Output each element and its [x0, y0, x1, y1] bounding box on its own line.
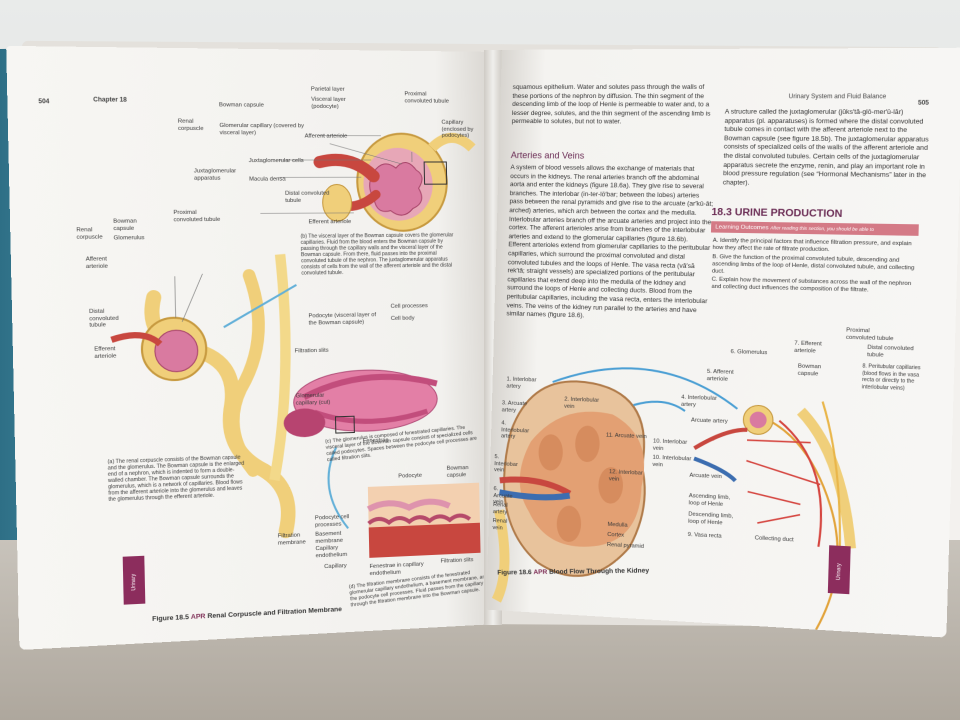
- kidney-section-illustration: [496, 379, 647, 603]
- label-proximal-tubule: Proximal convoluted tubule: [404, 91, 449, 105]
- label-parietal-layer: Parietal layer: [310, 86, 345, 93]
- label-d-bowman-capsule: Bowman capsule: [446, 465, 469, 479]
- label-a-proximal-tubule: Proximal convoluted tubule: [173, 209, 221, 223]
- left-chapter-tab: Urinary: [122, 555, 146, 605]
- label-c-cell-processes: Cell processes: [390, 303, 428, 310]
- label-capillary: Capillary (enclosed by podocytes): [441, 119, 474, 140]
- label-k-interlobular-vein: 2. Interlobular vein: [564, 396, 600, 410]
- label-n-peritubular: 8. Peritubular capillaries (blood flows …: [861, 363, 921, 392]
- label-k-arcuate-artery: 3. Arcuate artery: [501, 400, 528, 414]
- label-n-bowman-capsule: Bowman capsule: [797, 363, 822, 378]
- label-k-renal-vein: Renal vein: [492, 518, 508, 532]
- label-macula-densa: Macula densa: [249, 176, 286, 183]
- label-glomerular-capillary: Glomerular capillary (covered by viscera…: [219, 122, 305, 136]
- label-n-arcuate-artery: Arcuate artery: [690, 417, 728, 425]
- caption-a: (a) The renal corpuscle consists of the …: [107, 454, 245, 503]
- label-d-podocyte-processes: Podocyte cell processes: [314, 514, 350, 529]
- label-k-interlobar-artery: 1. Interlobar artery: [506, 376, 537, 390]
- label-n-efferent-arteriole: 7. Efferent arteriole: [794, 340, 822, 355]
- label-c-podocyte: Podocyte (visceral layer of the Bowman c…: [308, 312, 377, 327]
- label-a-efferent-arteriole: Efferent arteriole: [94, 346, 117, 360]
- podocyte-illustration: [283, 368, 440, 531]
- label-c-glomerular-capillary: Glomerular capillary (cut): [295, 392, 331, 407]
- corpuscle-detail-illustration: [319, 133, 474, 231]
- label-k-renal-artery: Renal artery: [492, 502, 508, 516]
- label-bowman-capsule: Bowman capsule: [218, 102, 265, 109]
- label-n-glomerulus: 6. Glomerulus: [730, 348, 768, 357]
- label-a-afferent-arteriole: Afferent arteriole: [85, 256, 108, 270]
- right-chapter-tab: Urinary: [827, 545, 851, 595]
- left-page: 504 Chapter 18: [6, 45, 502, 651]
- label-a-renal-corpuscle: Renal corpuscle: [76, 227, 103, 241]
- label-efferent-arteriole: Efferent arteriole: [308, 218, 352, 226]
- label-k-interlobar-vein: 5. Interlobar vein: [494, 454, 518, 474]
- label-c-cell-body: Cell body: [390, 315, 415, 322]
- filtration-membrane-illustration: [368, 482, 481, 558]
- label-visceral-layer: Visceral layer (podocyte): [311, 96, 346, 110]
- label-n-interlobular-artery: 4. Interlobular artery: [680, 394, 717, 408]
- label-k-12-interlobar-vein: 12. Interlobar vein: [608, 469, 643, 483]
- label-n-distal-tubule: Distal convoluted tubule: [866, 344, 914, 359]
- label-k-interlobular-artery: 4. Interlobular artery: [500, 420, 530, 441]
- flow-arrow-short: [633, 401, 685, 411]
- label-a-glomerulus: Glomerulus: [113, 235, 145, 242]
- label-juxtaglomerular-apparatus: Juxtaglomerular apparatus: [193, 168, 237, 182]
- label-k-10-interlobar-vein: 10. Interlobar vein: [652, 438, 688, 452]
- label-n-afferent-arteriole: 5. Afferent arteriole: [706, 368, 734, 383]
- label-juxtaglomerular-cells: Juxtaglomerular cells: [248, 157, 304, 165]
- label-d-capillary-endothelium: Capillary endothelium: [315, 545, 348, 559]
- label-renal-corpuscle: Renal corpuscle: [177, 118, 204, 132]
- right-page: Urinary System and Fluid Balance 505 squ…: [486, 47, 960, 638]
- caption-b: (b) The visceral layer of the Bowman cap…: [300, 232, 454, 277]
- label-n-descending-limb: Descending limb, loop of Henle: [688, 511, 734, 527]
- renal-corpuscle-illustrations: [6, 46, 502, 650]
- label-distal-tubule: Distal convoluted tubule: [285, 190, 330, 204]
- label-n-interlobular-vein: 10. Interlobular vein: [652, 454, 692, 468]
- label-n-proximal-tubule: Proximal convoluted tubule: [845, 327, 894, 342]
- label-afferent-arteriole: Afferent arteriole: [304, 133, 348, 140]
- kidney-blood-flow-illustrations: [486, 48, 960, 638]
- label-d-basement-membrane: Basement membrane: [315, 530, 344, 545]
- label-c-filtration-slits: Filtration slits: [294, 347, 329, 355]
- label-d-filtration-membrane: Filtration membrane: [277, 532, 306, 547]
- nephron-overview-illustration: [110, 254, 302, 538]
- label-n-ascending-limb: Ascending limb, loop of Henle: [688, 493, 731, 508]
- label-a-bowman-capsule: Bowman capsule: [113, 218, 137, 232]
- label-a-distal-tubule: Distal convoluted tubule: [89, 308, 119, 329]
